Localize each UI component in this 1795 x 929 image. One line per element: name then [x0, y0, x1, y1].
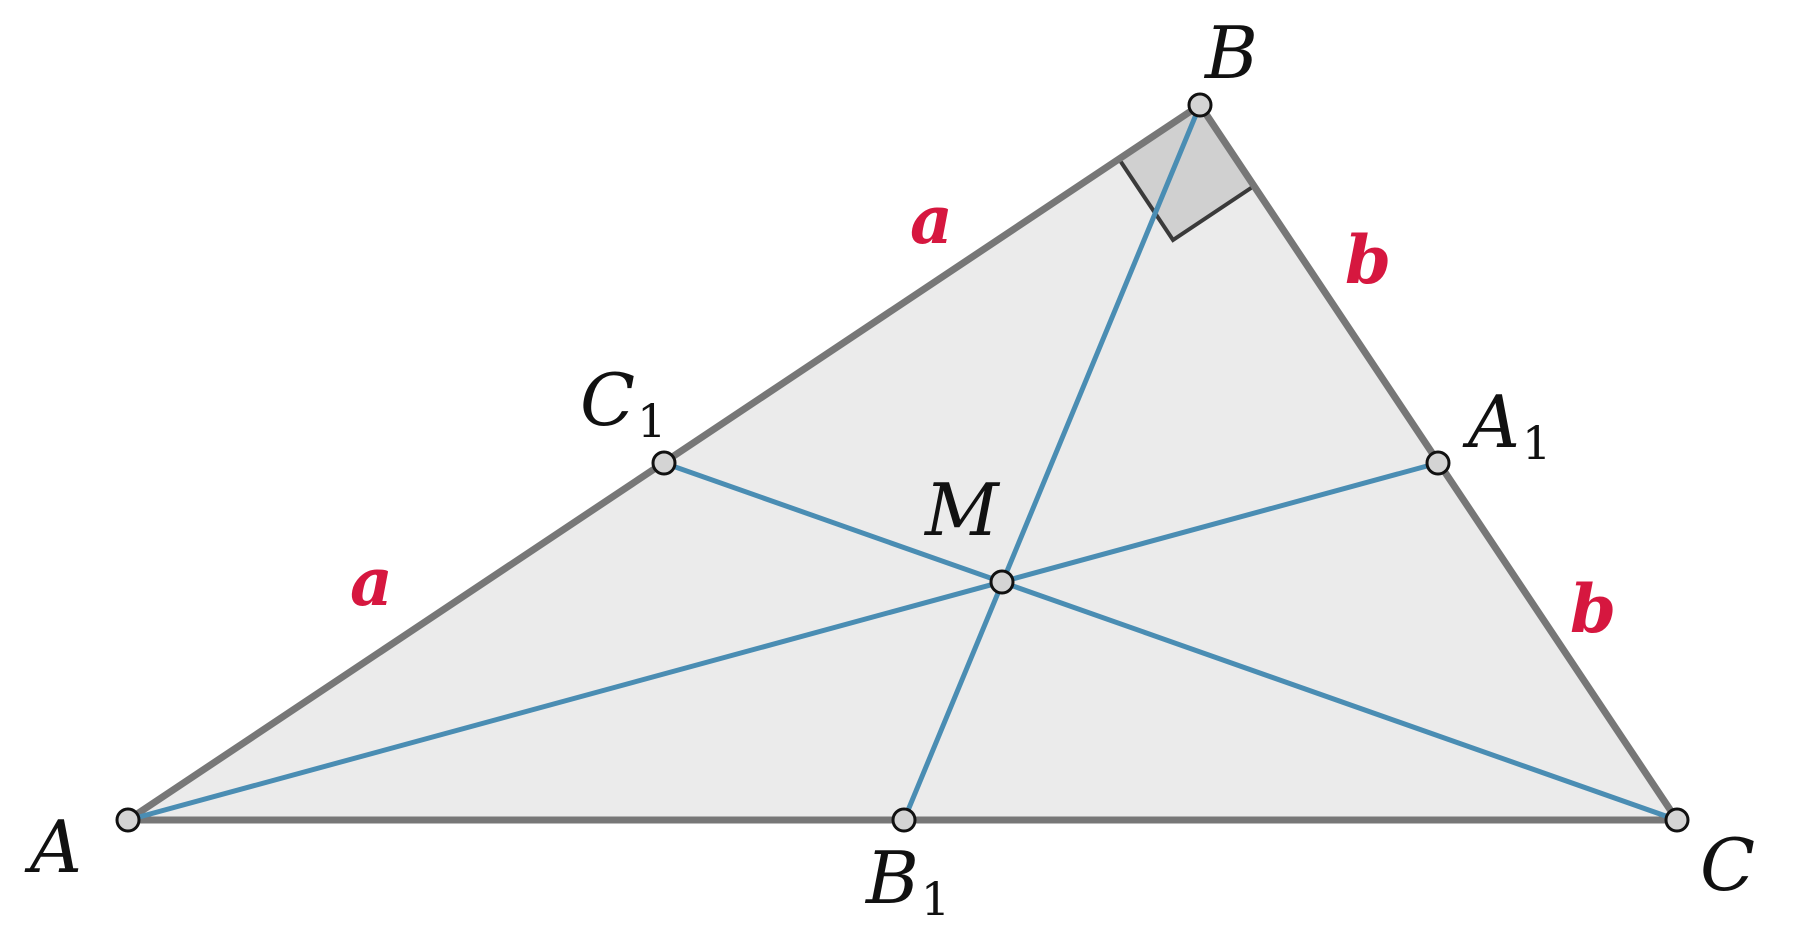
point-B1: [891, 807, 917, 833]
label-B: B: [1203, 11, 1258, 95]
triangle-fill: [128, 105, 1677, 820]
point-C: [1664, 807, 1690, 833]
segment-label-b-lower: b: [1570, 570, 1616, 648]
segment-label-b-upper: b: [1345, 221, 1391, 299]
label-A: A: [24, 805, 82, 889]
point-A1: [1425, 450, 1451, 476]
label-C: C: [1700, 823, 1755, 907]
label-C1: C1: [580, 358, 666, 448]
segment-label-a-upper: a: [910, 181, 953, 259]
median-C-C1: [663, 460, 1678, 823]
label-A1: A1: [1462, 380, 1551, 470]
median-B-B1: [901, 104, 1203, 821]
median-A-A1: [127, 460, 1439, 823]
point-A: [115, 807, 141, 833]
label-M: M: [923, 468, 1001, 552]
point-C1: [651, 450, 677, 476]
label-B1: B1: [864, 836, 950, 926]
segment-label-a-lower: a: [350, 543, 393, 621]
point-M: [989, 569, 1015, 595]
point-B: [1187, 92, 1213, 118]
